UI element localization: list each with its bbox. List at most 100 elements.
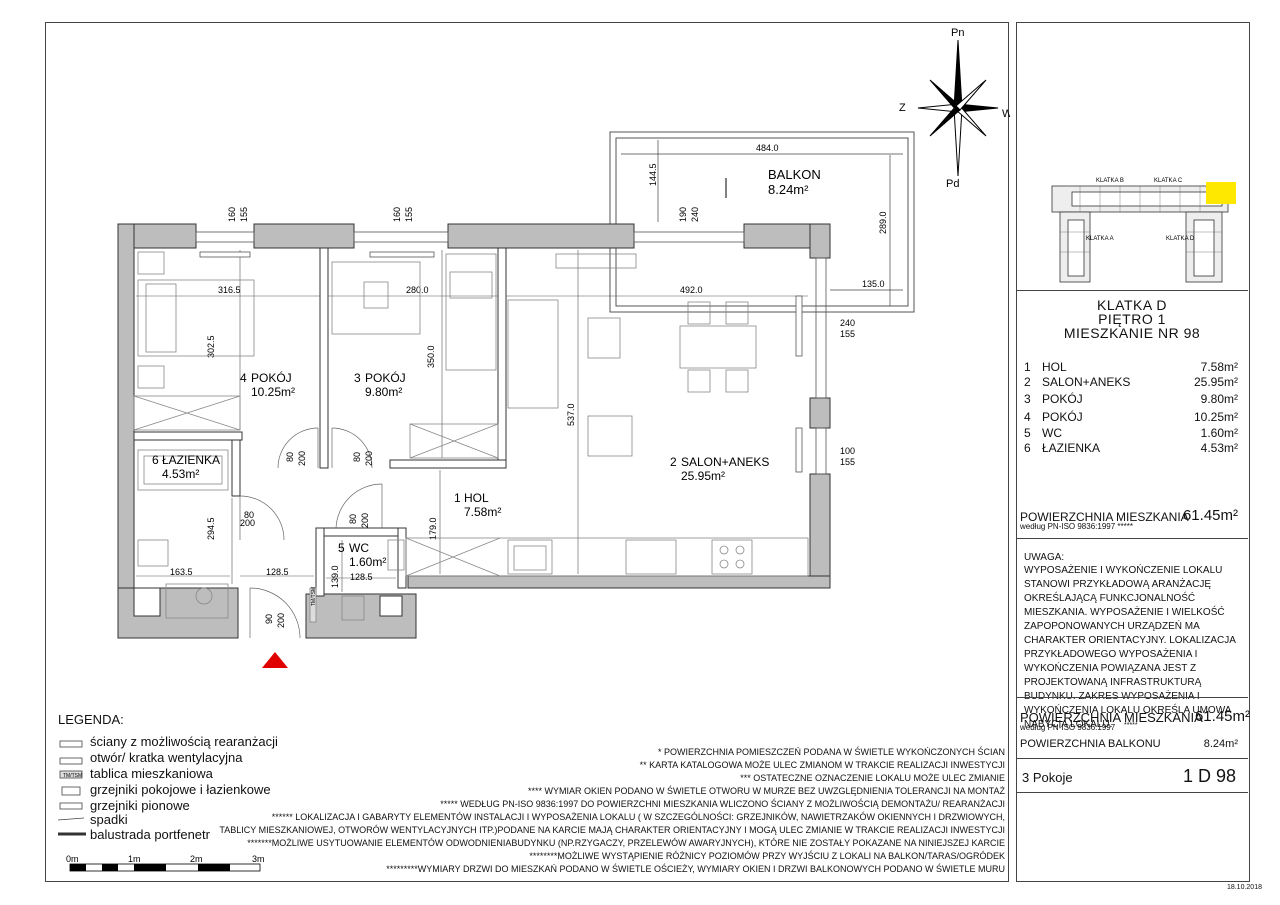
room-3-area: 9.80m²	[365, 385, 402, 399]
divider	[1016, 758, 1248, 759]
dim-179: 179.0	[428, 517, 438, 540]
room-5-area: 1.60m²	[349, 555, 386, 569]
rooms-count: 3 Pokoje	[1022, 770, 1073, 785]
key-klatka-c: KLATKA C	[1154, 178, 1183, 184]
room-list-num: 4	[1024, 410, 1031, 424]
dim-3025: 302.5	[206, 335, 216, 358]
legend-item: balustrada portfenetr	[90, 827, 210, 842]
key-klatka-b: KLATKA B	[1096, 178, 1124, 184]
room-list-name: POKÓJ	[1042, 392, 1083, 406]
win-155c: 155	[840, 329, 855, 339]
room-6-name: ŁAZIENKA	[162, 453, 220, 467]
legend-symbols	[57, 740, 86, 836]
room-list-area: 4.53m²	[1200, 441, 1238, 455]
footnote: ** KARTA KATALOGOWA MOŻE ULEC ZMIANOM W …	[639, 760, 1005, 770]
key-plan: KLATKA B KLATKA C KLATKA A KLATKA D	[1051, 178, 1236, 283]
total-label: POWIERZCHNIA MIESZKANIA	[1020, 510, 1189, 524]
dim-1445: 144.5	[648, 163, 658, 186]
balcony-area: 8.24m²	[768, 182, 809, 197]
dim-1285b: 128.5	[350, 572, 373, 582]
legend-item: ściany z możliwością rearanżacji	[90, 734, 278, 749]
room-4-num: 4	[240, 371, 247, 385]
legend-item: grzejniki pionowe	[90, 798, 190, 813]
room-list-area: 10.25m²	[1193, 410, 1238, 424]
summary-stars: *****	[1124, 722, 1138, 729]
room-list-name: POKÓJ	[1042, 410, 1083, 424]
room-list-num: 5	[1024, 426, 1031, 440]
scale-2: 2m	[190, 854, 203, 864]
win-160b: 160	[392, 207, 402, 222]
room-3-name: POKÓJ	[365, 370, 406, 385]
room-list-num: 6	[1024, 441, 1031, 455]
dim-280: 280.0	[406, 285, 429, 295]
room-list-num: 2	[1024, 375, 1031, 389]
windows	[195, 231, 827, 475]
balcony-outline	[609, 131, 915, 313]
balcony-value: 8.24m²	[1203, 738, 1238, 750]
door-80d: 80	[348, 514, 358, 524]
scale-bar	[69, 863, 261, 872]
room-2-num: 2	[670, 455, 677, 469]
room-6-area: 4.53m²	[162, 467, 199, 481]
interior-walls	[133, 247, 507, 597]
room-2-area: 25.95m²	[681, 469, 725, 483]
door-200d: 200	[360, 513, 370, 528]
dim-2945: 294.5	[206, 517, 216, 540]
dim-537: 537.0	[566, 403, 576, 426]
win-155d: 155	[840, 457, 855, 467]
summary-value: 61.45m²	[1194, 708, 1250, 725]
apartment-code: 1 D 98	[1182, 766, 1236, 786]
legend-item: otwór/ kratka wentylacyjna	[90, 750, 243, 765]
doors	[239, 427, 383, 639]
radiators	[199, 251, 803, 473]
dim-350: 350.0	[426, 345, 436, 368]
footnote: **** WYMIAR OKIEN PODANO W ŚWIETLE OTWOR…	[527, 786, 1005, 796]
room-list-area: 7.58m²	[1200, 360, 1238, 374]
room-4-name: POKÓJ	[251, 370, 292, 385]
room-list-num: 3	[1024, 392, 1031, 406]
dim-139: 139.0	[330, 565, 340, 588]
total-value: 61.45m²	[1182, 507, 1238, 524]
door-80b: 80	[352, 452, 362, 462]
door-200a: 200	[297, 451, 307, 466]
footnote: TABLICY MIESZKANIOWEJ, OTWORÓW WENTYLACY…	[219, 825, 1005, 835]
room-3-num: 3	[354, 371, 361, 385]
dim-289: 289.0	[878, 211, 888, 234]
footnote: ***** WEDŁUG PN-ISO 9836:1997 DO POWIERZ…	[440, 799, 1005, 809]
footnote: *******MOŻLIWE USYTUOWANIE ELEMENTÓW ODW…	[247, 838, 1005, 848]
footnote: ********MOŻLIWE WYSTĄPIENIE RÓŻNICY POZI…	[529, 851, 1005, 861]
legend-item: tablica mieszkaniowa	[90, 766, 213, 781]
door-200e: 200	[276, 613, 286, 628]
drawing-frame	[45, 22, 1009, 882]
door-90: 90	[264, 614, 274, 624]
scale-1: 1m	[128, 854, 141, 864]
win-160a: 160	[227, 207, 237, 222]
legend-item: spadki	[90, 812, 128, 827]
dim-3165: 316.5	[218, 285, 241, 295]
legend-title: LEGENDA:	[58, 712, 124, 727]
notice-title: UWAGA:	[1024, 552, 1065, 563]
win-240b: 240	[840, 318, 855, 328]
summary-sub: według PN-ISO 9836:1997	[1020, 723, 1116, 732]
dim-1285a: 128.5	[266, 567, 289, 577]
compass-rose	[917, 39, 999, 177]
room-list-area: 9.80m²	[1200, 392, 1238, 406]
divider	[1016, 792, 1248, 793]
scale-3: 3m	[252, 854, 265, 864]
room-1-area: 7.58m²	[464, 505, 501, 519]
compass-s: Pd	[946, 178, 959, 190]
room-1-name: HOL	[464, 491, 489, 505]
room-list-name: WC	[1042, 426, 1062, 440]
room-list-num: 1	[1024, 360, 1031, 374]
footnote: * POWIERZCHNIA POMIESZCZEŃ PODANA W ŚWIE…	[657, 747, 1005, 757]
notice-text: WYPOSAŻENIE I WYKOŃCZENIE LOKALU STANOWI…	[1024, 565, 1236, 730]
win-155a: 155	[239, 207, 249, 222]
divider	[1016, 697, 1248, 698]
door-80a: 80	[285, 452, 295, 462]
footnote: *** OSTATECZNE OZNACZENIE LOKALU MOŻE UL…	[740, 773, 1005, 783]
header-line1: KLATKA D	[1097, 297, 1167, 313]
balcony-label: POWIERZCHNIA BALKONU	[1020, 738, 1161, 750]
door-200c: 200	[240, 518, 255, 528]
dim-492: 492.0	[680, 285, 703, 295]
dim-tm: TM/TSM	[311, 587, 317, 606]
